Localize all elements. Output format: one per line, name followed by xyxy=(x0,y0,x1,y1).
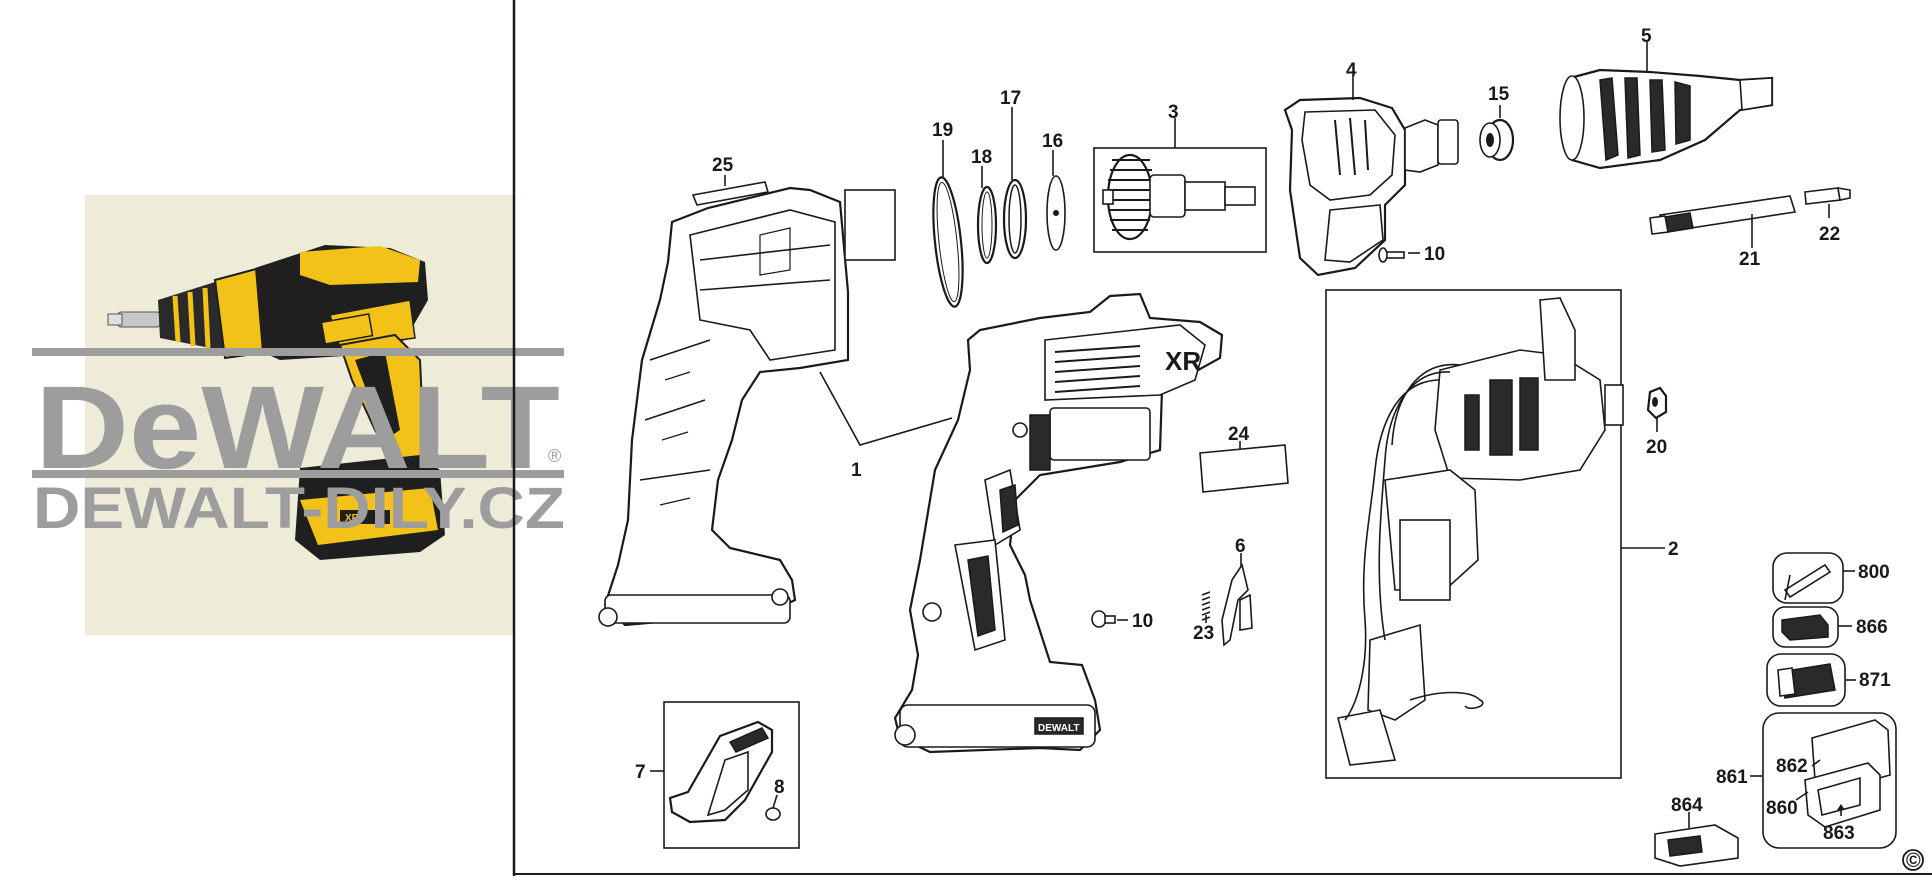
callout-2: 2 xyxy=(1668,539,1679,560)
callout-7: 7 xyxy=(635,762,646,783)
callout-864: 864 xyxy=(1671,795,1703,816)
accessory-864-insert: 864 xyxy=(1654,795,1739,867)
svg-text:©: © xyxy=(1906,850,1921,872)
callout-18: 18 xyxy=(971,147,992,168)
callout-860: 860 xyxy=(1766,798,1798,819)
part-4-gear-case: 4 xyxy=(1283,60,1459,277)
leader-part-1 xyxy=(819,371,953,446)
part-8-clip-screw: 8 xyxy=(765,777,785,821)
callout-871: 871 xyxy=(1859,670,1891,691)
callout-21: 21 xyxy=(1739,249,1761,270)
battery-label: XR xyxy=(345,513,360,524)
callout-863: 863 xyxy=(1823,823,1855,844)
callout-10-upper: 10 xyxy=(1424,244,1445,265)
part-2-motor-switch-assembly: 2 xyxy=(1325,289,1679,779)
part-18-ring: 18 xyxy=(971,147,998,265)
part-24-label: 24 xyxy=(1199,424,1289,493)
callout-6: 6 xyxy=(1235,536,1246,557)
callout-800: 800 xyxy=(1858,562,1890,583)
callout-3: 3 xyxy=(1168,102,1179,123)
callout-861: 861 xyxy=(1716,767,1748,788)
callout-25: 25 xyxy=(712,155,734,176)
accessory-800: 800 xyxy=(1772,552,1890,604)
part-16-washer: 16 xyxy=(1042,131,1066,251)
callout-20: 20 xyxy=(1646,437,1667,458)
part-3-spindle-gear: 3 xyxy=(1093,102,1267,253)
callout-15: 15 xyxy=(1488,84,1510,105)
callout-16: 16 xyxy=(1042,131,1063,152)
xr-badge: XR xyxy=(1165,346,1201,376)
watermark-site-text: DEWALT-DILY.CZ xyxy=(33,476,565,541)
part-17-ring: 17 xyxy=(1000,88,1028,260)
callout-24: 24 xyxy=(1228,424,1250,445)
callout-19: 19 xyxy=(932,120,953,141)
part-19-o-ring: 19 xyxy=(932,120,964,308)
copyright-symbol: © xyxy=(1902,849,1924,872)
accessory-866-battery: 866 xyxy=(1772,606,1888,648)
callout-8: 8 xyxy=(774,777,785,798)
callout-5: 5 xyxy=(1641,26,1652,47)
watermark-brand-text: DeWALT xyxy=(35,362,560,494)
brand-watermark: DeWALT ® DEWALT-DILY.CZ xyxy=(32,348,565,541)
callout-17: 17 xyxy=(1000,88,1021,109)
accessory-861-case: 861 862 860 863 xyxy=(1716,712,1897,849)
product-photo: XR DeWALT ® DEWALT-DILY.CZ xyxy=(32,195,565,635)
part-1-housing-right: XR DEWALT xyxy=(893,292,1224,754)
accessory-871-charger: 871 xyxy=(1766,653,1891,707)
callout-866: 866 xyxy=(1856,617,1888,638)
part-25-label: 25 xyxy=(691,155,770,206)
callout-10-lower: 10 xyxy=(1132,611,1153,632)
callout-4: 4 xyxy=(1346,60,1357,81)
part-21-bit-holder: 21 xyxy=(1649,195,1797,270)
part-10-screw-lower: 10 xyxy=(1091,610,1153,632)
housing-brand-label: DEWALT xyxy=(1038,723,1079,734)
part-5-nosecone: 5 xyxy=(1559,26,1774,170)
part-23-spring: 23 xyxy=(1193,591,1214,644)
registered-mark: ® xyxy=(548,446,561,466)
callout-22: 22 xyxy=(1819,224,1840,245)
part-20-nut: 20 xyxy=(1646,386,1667,458)
callout-862: 862 xyxy=(1776,756,1808,777)
part-6-forward-reverse-slider: 6 xyxy=(1221,536,1253,647)
part-7-belt-clip: 7 xyxy=(635,701,800,849)
part-15-bushing: 15 xyxy=(1479,84,1515,162)
callout-23: 23 xyxy=(1193,623,1214,644)
callout-1: 1 xyxy=(851,460,862,481)
part-1-housing-left xyxy=(598,186,896,627)
part-10-screw-upper: 10 xyxy=(1378,244,1445,265)
part-22-screwdriver-bit: 22 xyxy=(1804,187,1851,245)
